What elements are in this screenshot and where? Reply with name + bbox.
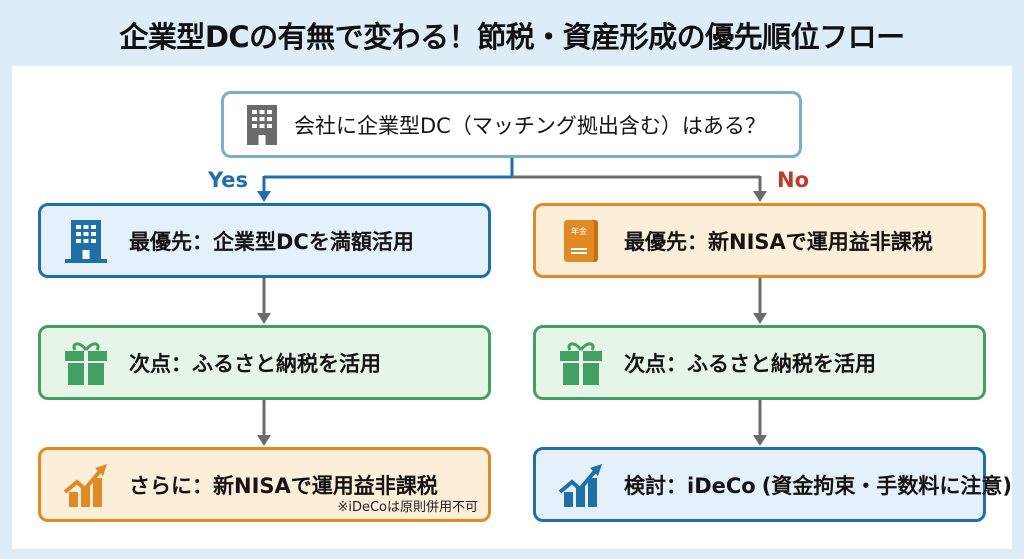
step-left-1: 最優先：企業型DCを満額活用 (38, 203, 491, 278)
step-right-3: 検討：iDeCo (資金拘束・手数料に注意) (533, 447, 1012, 522)
question-text: 会社に企業型DC（マッチング拠出含む）はある？ (294, 113, 766, 138)
branch-label-yes: Yes (208, 168, 249, 192)
growth-chart-icon (63, 463, 107, 507)
step-text: 次点：ふるさと納税を活用 (624, 351, 876, 376)
step-right-2: 次点：ふるさと納税を活用 (533, 325, 986, 400)
step-right-1: 年金 最優先：新NISAで運用益非課税 (533, 203, 986, 278)
question-box: 会社に企業型DC（マッチング拠出含む）はある？ (221, 91, 802, 158)
branch-label-no: No (777, 168, 810, 192)
growth-chart-icon (558, 463, 602, 507)
step-text: 最優先：企業型DCを満額活用 (129, 229, 414, 254)
step-left-3: さらに：新NISAで運用益非課税 ※iDeCoは原則併用不可 (38, 447, 491, 522)
arrow-yes (257, 191, 271, 202)
arrow-right-3 (753, 435, 767, 446)
arrow-no (753, 191, 767, 202)
step-subtext: (資金拘束・手数料に注意) (761, 473, 1012, 498)
step-left-2: 次点：ふるさと納税を活用 (38, 325, 491, 400)
step-text: 検討：iDeCo (624, 473, 756, 498)
gift-icon (560, 342, 602, 385)
page-title: 企業型DCの有無で変わる！節税・資産形成の優先順位フロー (119, 20, 905, 54)
pension-book-icon: 年金 (564, 219, 598, 262)
book-label: 年金 (571, 226, 587, 236)
building-icon (247, 104, 277, 145)
building-icon (65, 219, 107, 263)
step-text: 最優先：新NISAで運用益非課税 (624, 229, 933, 254)
step-note: ※iDeCoは原則併用不可 (337, 500, 478, 515)
step-text: さらに：新NISAで運用益非課税 (129, 473, 438, 498)
arrow-right-2 (753, 313, 767, 324)
step-text: 次点：ふるさと納税を活用 (129, 351, 381, 376)
arrow-left-3 (257, 435, 271, 446)
gift-icon (65, 342, 107, 385)
arrow-left-2 (257, 313, 271, 324)
